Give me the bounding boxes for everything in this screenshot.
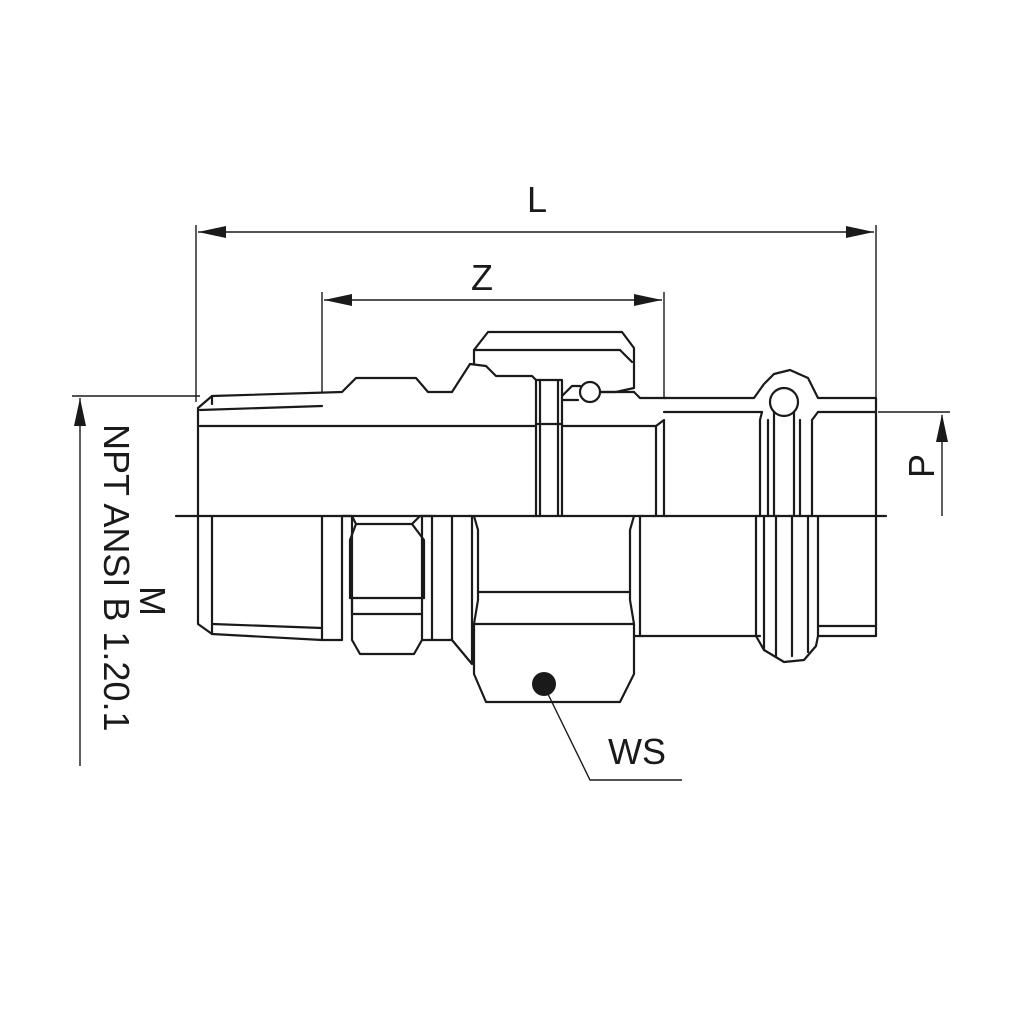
dimension-l: L <box>195 179 877 402</box>
section-view <box>174 330 888 518</box>
dimension-z: Z <box>321 257 665 398</box>
dimension-l-label: L <box>527 179 547 220</box>
dimension-m-label: M <box>132 586 173 616</box>
dimension-m: M NPT ANSI B 1.20.1 <box>72 395 200 766</box>
dimension-ws-label: WS <box>608 731 666 772</box>
exterior-view <box>196 514 878 704</box>
dimension-p: P <box>878 411 950 516</box>
dimension-p-label: P <box>901 454 942 478</box>
thread-standard-label: NPT ANSI B 1.20.1 <box>96 424 137 732</box>
ws-marker-dot <box>532 672 556 696</box>
dimension-z-label: Z <box>471 257 493 298</box>
dimension-ws: WS <box>545 689 682 781</box>
